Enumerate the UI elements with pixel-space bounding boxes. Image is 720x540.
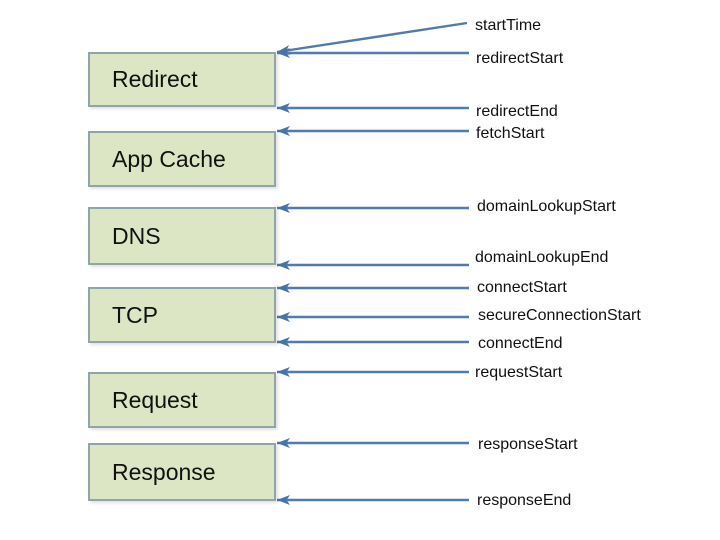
phase-box-label: Request: [112, 386, 198, 413]
phase-box-label: TCP: [112, 301, 158, 328]
phase-box-dns: DNS: [88, 207, 276, 265]
timing-label-redirectstart: redirectStart: [476, 50, 564, 67]
timing-label-starttime: startTime: [475, 17, 542, 34]
phase-box-label: DNS: [112, 222, 161, 249]
phase-box-label: Response: [112, 458, 216, 485]
phase-box-app-cache: App Cache: [88, 131, 276, 187]
timing-label-requeststart: requestStart: [475, 364, 563, 381]
phase-box-request: Request: [88, 372, 276, 428]
timing-label-responseend: responseEnd: [477, 492, 572, 509]
phase-box-response: Response: [88, 443, 276, 501]
phase-box-label: Redirect: [112, 66, 198, 92]
timing-label-responsestart: responseStart: [478, 436, 578, 453]
timing-label-fetchstart: fetchStart: [476, 125, 545, 142]
timing-label-connectstart: connectStart: [477, 279, 567, 296]
timing-label-domainlookupstart: domainLookupStart: [477, 198, 616, 215]
timing-label-secureconnectionstart: secureConnectionStart: [478, 307, 641, 324]
phase-box-redirect: Redirect: [88, 52, 276, 107]
timing-label-redirectend: redirectEnd: [476, 103, 558, 120]
arrow-line-starttime: [276, 21, 468, 55]
timing-label-connectend: connectEnd: [478, 335, 563, 352]
phase-box-label: App Cache: [112, 145, 226, 172]
timing-label-domainlookupend: domainLookupEnd: [475, 249, 609, 266]
phase-box-tcp: TCP: [88, 287, 276, 343]
